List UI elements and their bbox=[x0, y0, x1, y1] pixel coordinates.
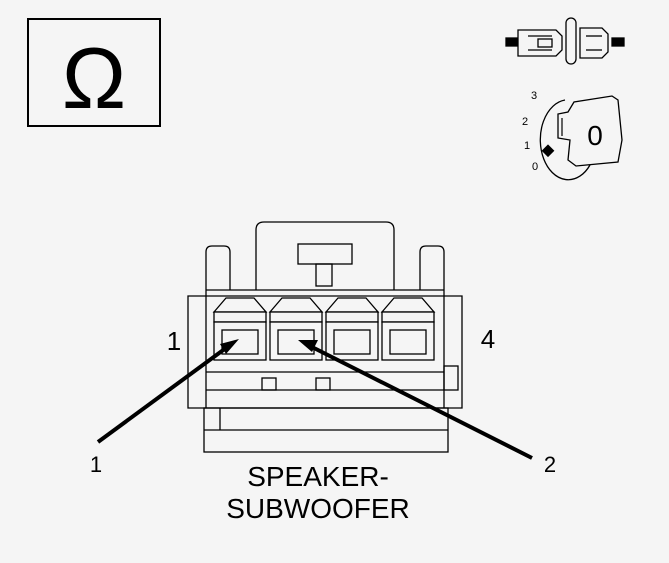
ohm-symbol-frame bbox=[27, 18, 161, 127]
terminal-cavities bbox=[212, 297, 436, 361]
wire-end-left bbox=[505, 37, 519, 47]
connector-latch-tab bbox=[297, 243, 353, 265]
callout-label-1: 1 bbox=[90, 452, 102, 477]
ignition-key-icon: 3 2 1 0 0 bbox=[522, 90, 623, 181]
terminal-cavity-2 bbox=[268, 297, 324, 361]
callout-label-2: 2 bbox=[544, 452, 556, 477]
callout-arrow-2 bbox=[298, 340, 318, 352]
pin-label-first: 1 bbox=[167, 326, 181, 356]
connector-name-line1: SPEAKER- bbox=[247, 461, 389, 492]
speaker-subwoofer-connector bbox=[187, 221, 463, 453]
connector-outer-body bbox=[187, 295, 463, 409]
terminal-cavity-3 bbox=[324, 297, 380, 361]
connector-name-line2: SUBWOOFER bbox=[226, 493, 410, 524]
terminal-cavity-1 bbox=[212, 297, 268, 361]
key-current-position: 0 bbox=[587, 120, 603, 151]
key-position-2: 2 bbox=[522, 116, 528, 128]
callout-lines bbox=[96, 339, 533, 460]
key-position-1: 1 bbox=[524, 140, 530, 152]
key-position-3: 3 bbox=[531, 90, 537, 102]
connector-seal bbox=[565, 17, 577, 65]
key-head bbox=[557, 95, 623, 167]
callout-line-1 bbox=[96, 346, 228, 444]
connector-latch-housing bbox=[255, 221, 395, 290]
disconnected-connector-icon bbox=[505, 17, 625, 65]
connector-half-right bbox=[579, 27, 609, 59]
ohm-icon: Ω bbox=[62, 31, 126, 127]
callout-arrow-1 bbox=[220, 339, 239, 354]
key-position-0: 0 bbox=[532, 161, 538, 173]
wire-end-right bbox=[611, 37, 625, 47]
terminal-cavity-4 bbox=[380, 297, 436, 361]
callout-line-2 bbox=[309, 344, 533, 460]
pin-label-last: 4 bbox=[481, 324, 495, 354]
ohmmeter-symbol: Ω bbox=[27, 18, 161, 127]
